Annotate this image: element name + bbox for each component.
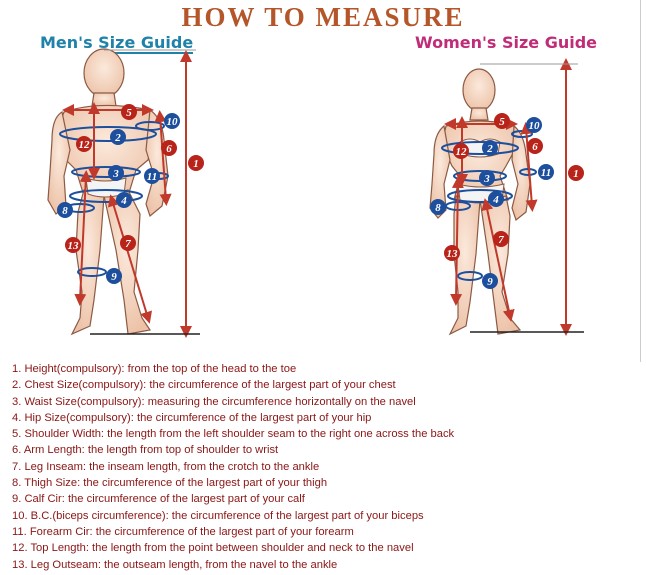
list-item: 11. Forearm Cir: the circumference of th… (12, 525, 354, 538)
measurement-list: 1. Height(compulsory): from the top of t… (12, 361, 454, 573)
marker-6-women: 6 (527, 138, 543, 154)
svg-text:10: 10 (167, 116, 179, 128)
list-item: 13. Leg Outseam: the outseam length, fro… (12, 558, 338, 571)
svg-text:1: 1 (573, 168, 579, 180)
svg-text:9: 9 (487, 276, 493, 288)
list-item: 10. B.C.(biceps circumference): the circ… (12, 509, 424, 522)
list-item: 6. Arm Length: the length from top of sh… (12, 444, 279, 457)
svg-text:6: 6 (166, 143, 172, 155)
svg-text:12: 12 (79, 139, 91, 151)
svg-text:11: 11 (147, 171, 157, 183)
marker-5-women: 5 (494, 113, 510, 129)
list-item: 8. Thigh Size: the circumference of the … (12, 477, 328, 490)
frame-divider (640, 0, 641, 362)
svg-text:2: 2 (114, 132, 121, 144)
men-head (83, 48, 125, 98)
marker-9-men: 9 (106, 268, 122, 284)
marker-9-women: 9 (482, 273, 498, 289)
list-item: 12. Top Length: the length from the poin… (12, 542, 414, 555)
svg-text:3: 3 (112, 168, 119, 180)
svg-text:2: 2 (486, 143, 493, 155)
marker-5-men: 5 (121, 104, 137, 120)
marker-1-men: 1 (188, 155, 204, 171)
svg-text:9: 9 (111, 271, 117, 283)
women-figure (429, 58, 584, 336)
marker-2-women: 2 (482, 140, 498, 156)
marker-10-men: 10 (164, 113, 180, 129)
marker-12-men: 12 (76, 136, 92, 152)
marker-11-men: 11 (144, 168, 160, 184)
svg-text:4: 4 (492, 194, 499, 206)
svg-text:8: 8 (62, 205, 68, 217)
svg-text:5: 5 (126, 107, 132, 119)
marker-10-women: 10 (526, 117, 542, 133)
svg-text:3: 3 (483, 173, 490, 185)
women-head (462, 68, 496, 112)
svg-text:7: 7 (498, 234, 504, 246)
list-item: 3. Waist Size(compulsory): measuring the… (12, 395, 416, 408)
svg-text:11: 11 (541, 167, 551, 179)
svg-text:13: 13 (68, 240, 80, 252)
svg-text:13: 13 (447, 248, 459, 260)
men-size-guide-heading: Men's Size Guide (40, 33, 194, 54)
svg-text:4: 4 (120, 195, 127, 207)
list-item: 4. Hip Size(compulsory): the circumferen… (12, 411, 372, 424)
marker-1-women: 1 (568, 165, 584, 181)
measurement-diagram: 5 2 12 10 6 3 11 4 8 1 13 7 9 5 10 2 12 … (47, 48, 584, 338)
marker-4-women: 4 (488, 191, 504, 207)
men-neck (91, 92, 117, 107)
men-markers: 5 2 12 10 6 3 11 4 8 1 13 7 9 (57, 104, 204, 284)
marker-2-men: 2 (110, 129, 126, 145)
marker-7-men: 7 (120, 235, 136, 251)
men-label-a: Men's (40, 33, 99, 52)
marker-8-women: 8 (430, 199, 446, 215)
marker-6-men: 6 (161, 140, 177, 156)
marker-11-women: 11 (538, 164, 554, 180)
marker-3-women: 3 (479, 170, 495, 186)
marker-13-women: 13 (444, 245, 460, 261)
svg-text:5: 5 (499, 116, 505, 128)
men-figure (47, 48, 200, 338)
list-item: 7. Leg Inseam: the inseam length, from t… (12, 460, 320, 473)
marker-3-men: 3 (108, 165, 124, 181)
list-item: 5. Shoulder Width: the length from the l… (12, 428, 455, 441)
men-label-b: Size Guide (98, 33, 194, 54)
page-title: HOW TO MEASURE (181, 2, 465, 32)
svg-text:7: 7 (125, 238, 131, 250)
women-right-leg (448, 195, 481, 336)
marker-8-men: 8 (57, 202, 73, 218)
marker-7-women: 7 (493, 231, 509, 247)
women-markers: 5 10 2 12 6 1 11 3 4 8 7 13 9 (430, 113, 584, 289)
marker-4-men: 4 (116, 192, 132, 208)
svg-text:12: 12 (456, 146, 468, 158)
list-item: 9. Calf Cir: the circumference of the la… (12, 493, 305, 506)
marker-12-women: 12 (453, 143, 469, 159)
women-neck (469, 107, 489, 121)
svg-text:8: 8 (435, 202, 441, 214)
men-left-leg (103, 189, 152, 335)
list-item: 1. Height(compulsory): from the top of t… (12, 363, 297, 375)
women-size-guide-heading: Women's Size Guide (415, 33, 598, 52)
marker-13-men: 13 (65, 237, 81, 253)
svg-text:10: 10 (529, 120, 541, 132)
svg-text:1: 1 (193, 158, 199, 170)
list-item: 2. Chest Size(compulsory): the circumfer… (12, 379, 396, 392)
svg-text:6: 6 (532, 141, 538, 153)
